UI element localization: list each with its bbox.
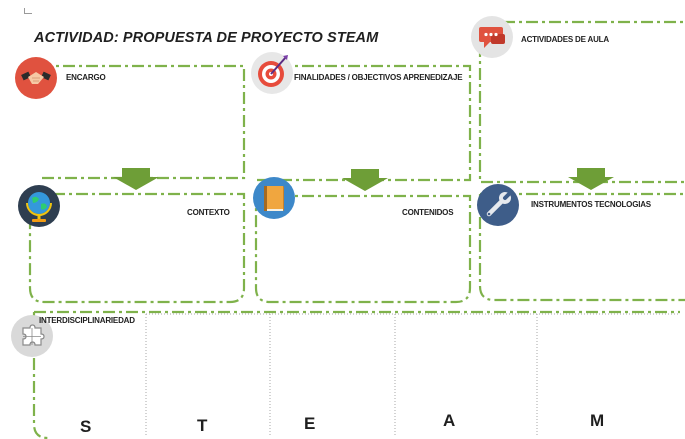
instrumentos-label: INSTRUMENTOS TECNOLOGIAS [531,200,651,209]
actividades-box [478,20,685,184]
wrench-icon [476,183,520,227]
steam-letter-m: M [590,411,605,430]
contexto-label: CONTEXTO [187,208,230,217]
chat-icon [470,15,514,59]
corner-mark [24,8,32,14]
finalidades-label: FINALIDADES / OBJECTIVOS APRENEDIZAJE [294,73,463,82]
handshake-icon [14,56,58,100]
actividades-label: ACTIVIDADES DE AULA [521,35,609,44]
contenidos-label: CONTENIDOS [402,208,454,217]
contexto-box [28,192,246,304]
interdisciplinariedad-label: INTERDISCIPLINARIEDAD [39,316,135,325]
steam-letter-e: E [304,414,316,433]
steam-letter-s: S [80,417,92,436]
steam-letter-t: T [197,416,208,435]
steam-box [32,310,680,439]
encargo-box [40,64,246,180]
finalidades-box [256,64,472,182]
arrow-down-icon [568,168,614,190]
page-title: ACTIVIDAD: PROPUESTA DE PROYECTO STEAM [34,30,379,46]
contenidos-box [254,194,472,304]
encargo-label: ENCARGO [66,73,106,82]
puzzle-icon [10,314,54,358]
globe-icon [17,184,61,228]
steam-letter-a: A [443,411,456,430]
arrow-down-icon [342,169,388,191]
arrow-down-icon [113,168,159,190]
target-icon [250,51,294,95]
book-icon [252,176,296,220]
